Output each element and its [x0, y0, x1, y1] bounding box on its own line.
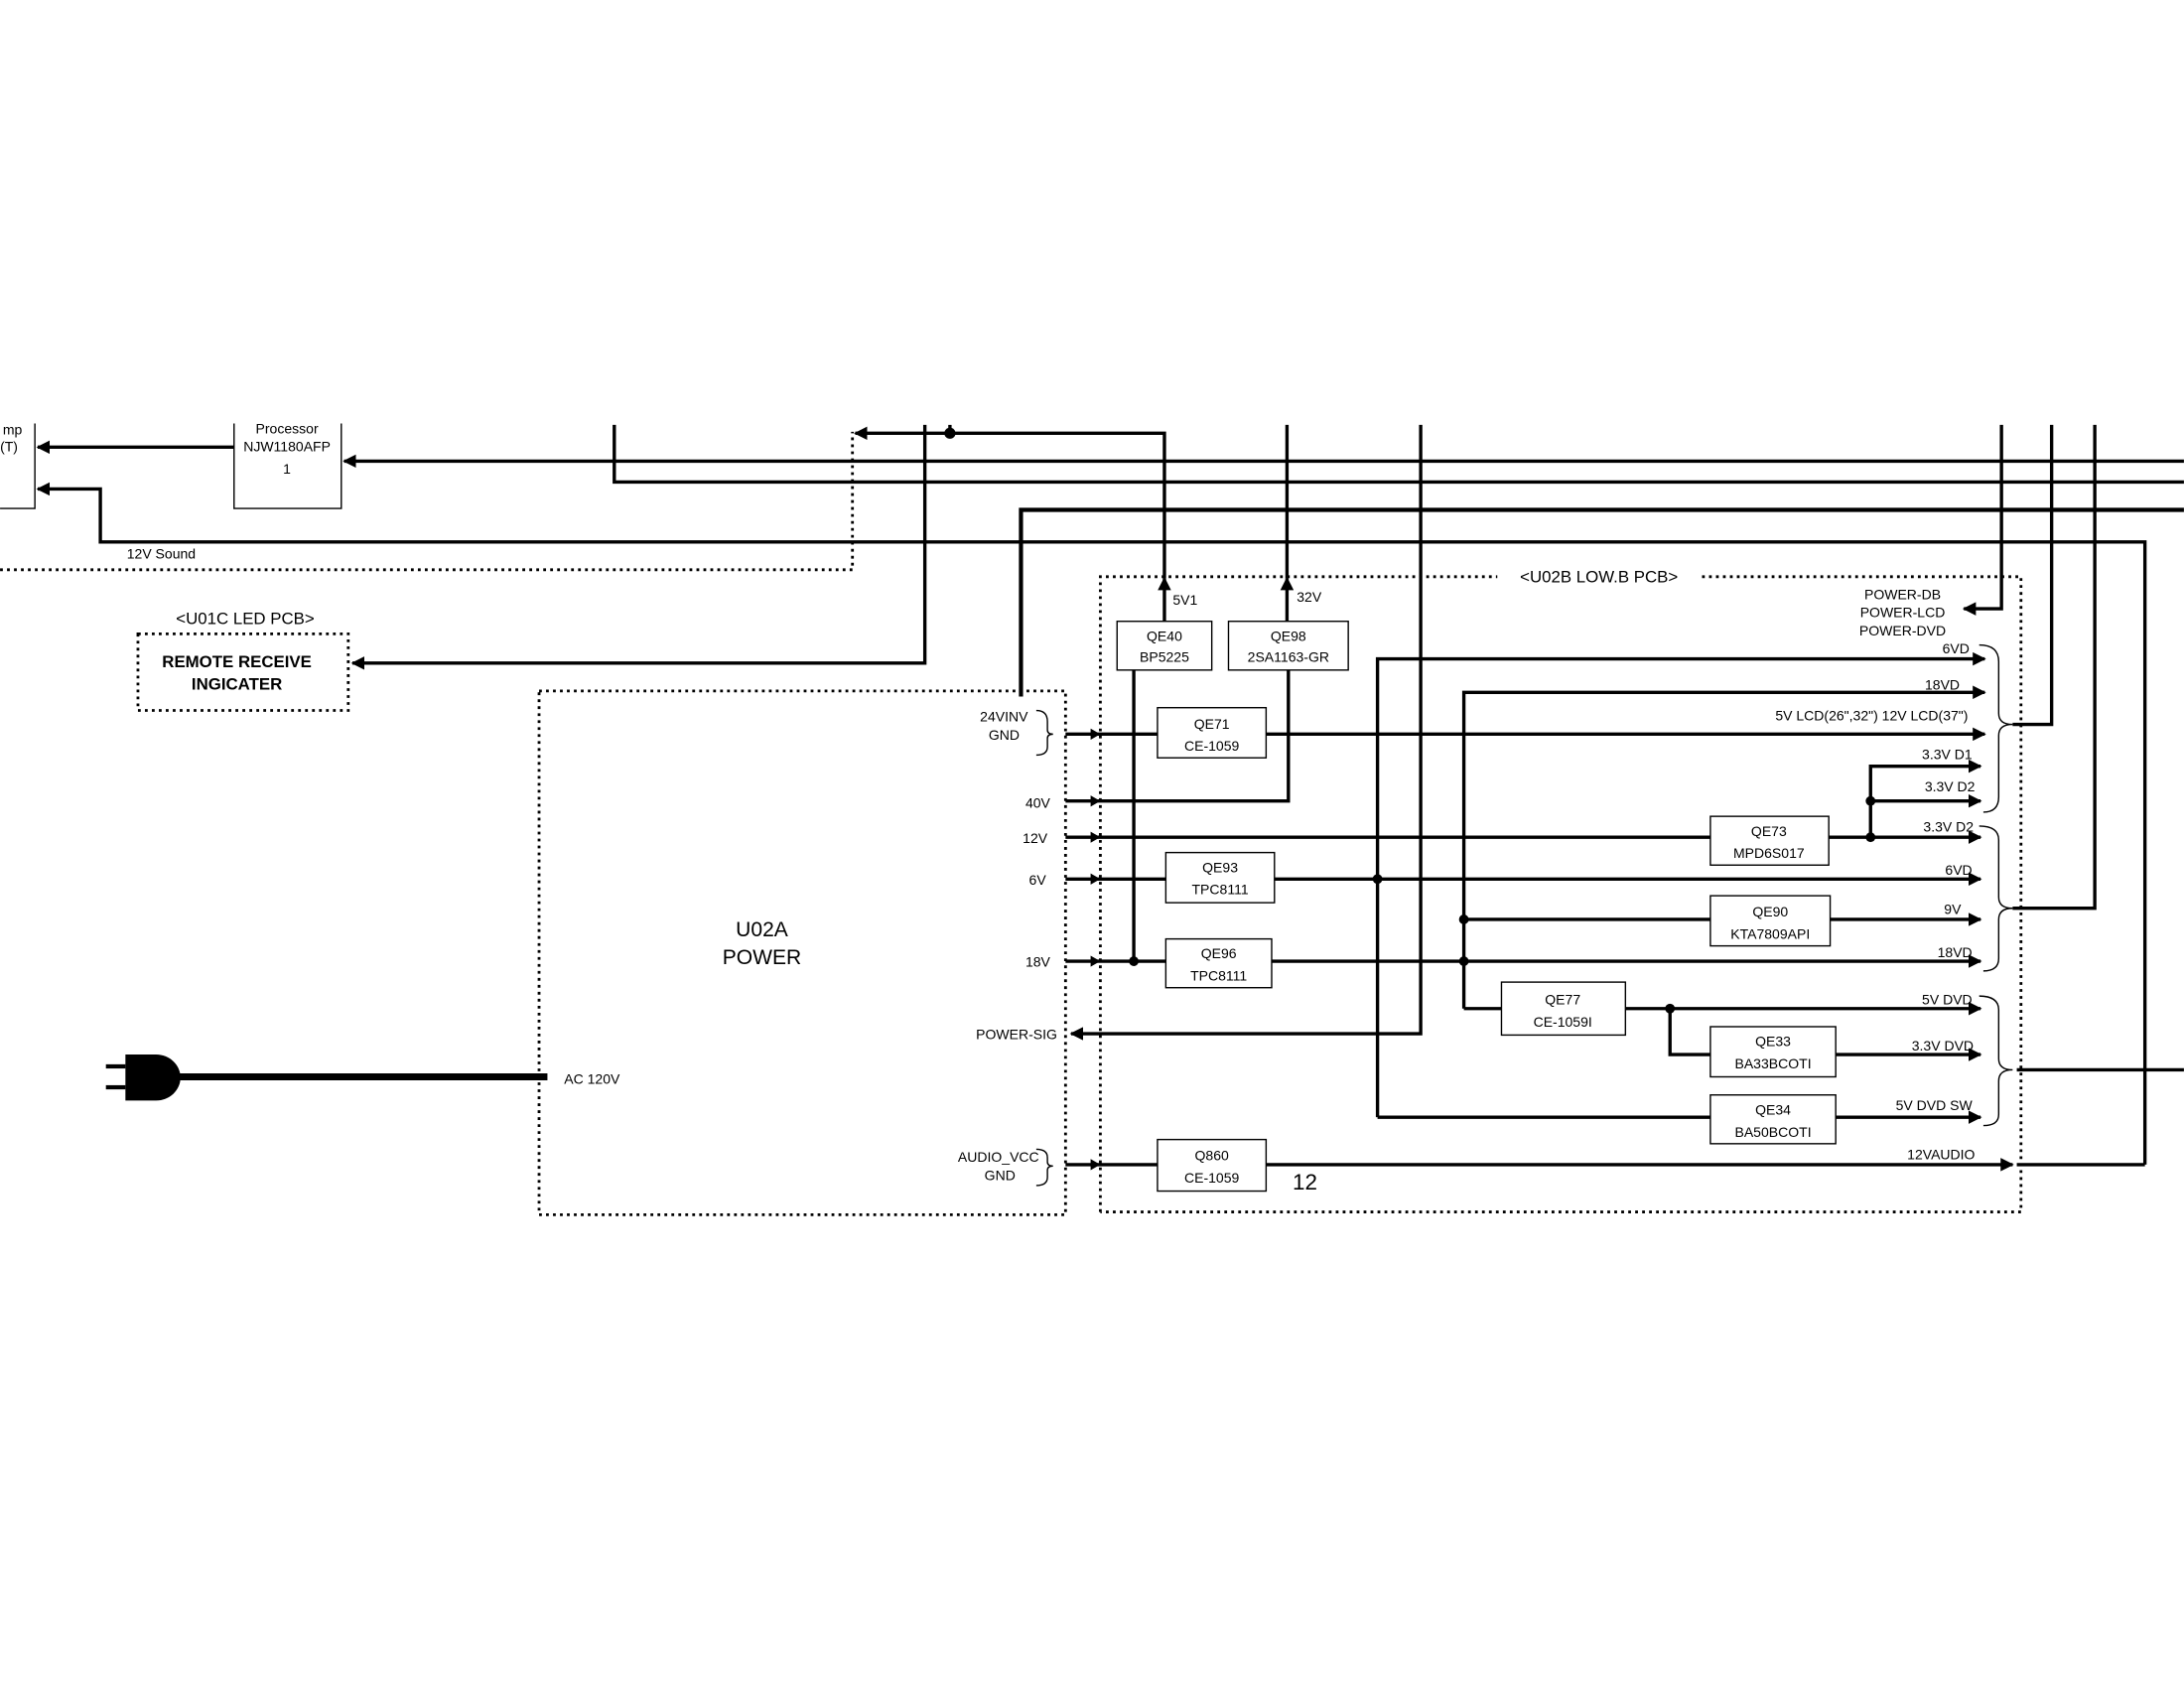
- rail-label: 6VD: [1943, 640, 1970, 656]
- component-part: CE-1059: [1184, 738, 1240, 754]
- component-part: CE-1059I: [1534, 1014, 1592, 1030]
- component-part: CE-1059: [1184, 1170, 1240, 1186]
- component-part: BA50BCOTI: [1734, 1124, 1811, 1140]
- component-part: TPC8111: [1190, 968, 1247, 984]
- processor-label: Processor: [256, 420, 319, 436]
- rail-label: 9V: [1944, 901, 1962, 916]
- component-ref: QE96: [1201, 945, 1237, 961]
- rail-label: 3.3V D2: [1925, 778, 1976, 794]
- output-audio-vcc: AUDIO_VCC: [958, 1149, 1039, 1165]
- component-ref: QE33: [1755, 1034, 1791, 1050]
- component-qe90: QE90 KTA7809API: [1709, 895, 1832, 947]
- rail-label: 18VD: [1925, 676, 1960, 692]
- rail-label: 18VD: [1938, 944, 1973, 960]
- rail-label: 3.3V DVD: [1912, 1038, 1974, 1054]
- audio-pcb-boundary: [0, 431, 855, 572]
- page-number: 12: [1293, 1170, 1317, 1195]
- label-power-dvd: POWER-DVD: [1859, 623, 1946, 638]
- component-part: 2SA1163-GR: [1248, 648, 1329, 664]
- remote-receive-label: REMOTE RECEIVE: [162, 652, 312, 671]
- amp-label: mp: [3, 422, 23, 438]
- component-ref: QE93: [1202, 859, 1238, 875]
- label-power-lcd: POWER-LCD: [1860, 605, 1946, 621]
- component-qe73: QE73 MPD6S017: [1709, 815, 1830, 866]
- power-unit: U02A POWER AC 120V 24VINV GND 40V 12V 6V…: [105, 689, 1067, 1216]
- rail-labels: 6VD 18VD 5V LCD(26",32") 12V LCD(37") 3.…: [1775, 640, 1975, 1162]
- power-plug-icon: [105, 1054, 181, 1101]
- component-qe40: QE40 BP5225: [1116, 621, 1213, 671]
- output-audio-gnd: GND: [985, 1167, 1016, 1183]
- output-18v: 18V: [1025, 954, 1051, 970]
- rail-label: 5V DVD: [1922, 992, 1973, 1008]
- component-q860: Q860 CE-1059: [1157, 1138, 1268, 1193]
- rail-label: 6VD: [1945, 862, 1972, 878]
- rail-label: 5V LCD(26",32") 12V LCD(37"): [1775, 707, 1968, 723]
- component-ref: QE40: [1147, 628, 1182, 643]
- led-pcb: <U01C LED PCB> REMOTE RECEIVE INGICATER: [136, 610, 350, 712]
- rail-label: 12VAUDIO: [1907, 1146, 1975, 1162]
- ac-input-label: AC 120V: [564, 1071, 620, 1087]
- processor-block: [233, 423, 342, 509]
- component-part: TPC8111: [1192, 882, 1249, 898]
- component-qe71: QE71 CE-1059: [1157, 707, 1268, 759]
- output-gnd: GND: [989, 727, 1020, 743]
- output-24vinv: 24VINV: [980, 709, 1028, 725]
- lowb-wires: [1065, 643, 2014, 1172]
- output-12v: 12V: [1023, 830, 1048, 846]
- component-ref: Q860: [1195, 1148, 1229, 1164]
- component-ref: QE71: [1194, 716, 1230, 732]
- amp-label-2: (T): [0, 439, 18, 455]
- rail-label: 3.3V D1: [1922, 747, 1973, 763]
- lowb-pcb: <U02B LOW.B PCB> 5V1 32V POWER-DB POWER-…: [1065, 567, 2023, 1213]
- processor-part: NJW1180AFP: [243, 439, 331, 455]
- component-ref: QE77: [1545, 992, 1580, 1008]
- component-part: BA33BCOTI: [1734, 1055, 1811, 1071]
- component-part: BP5225: [1140, 648, 1189, 664]
- output-6v: 6V: [1029, 872, 1047, 888]
- component-qe98: QE98 2SA1163-GR: [1227, 621, 1349, 671]
- sound-rail-label: 12V Sound: [127, 546, 196, 562]
- label-32v: 32V: [1297, 589, 1322, 605]
- component-qe96: QE96 TPC8111: [1164, 937, 1273, 989]
- component-qe77: QE77 CE-1059I: [1500, 981, 1627, 1037]
- component-ref: QE73: [1751, 823, 1787, 839]
- output-power-sig: POWER-SIG: [976, 1027, 1057, 1043]
- component-qe34: QE34 BA50BCOTI: [1709, 1094, 1837, 1145]
- label-power-db: POWER-DB: [1864, 586, 1941, 602]
- wires: [36, 424, 2184, 1167]
- indicator-label: INGICATER: [192, 674, 282, 693]
- power-unit-subtitle: POWER: [723, 946, 801, 969]
- lowb-title: <U02B LOW.B PCB>: [1520, 567, 1678, 586]
- component-ref: QE90: [1752, 904, 1788, 919]
- led-pcb-title: <U01C LED PCB>: [176, 610, 314, 629]
- component-part: KTA7809API: [1730, 926, 1810, 942]
- power-unit-title: U02A: [736, 918, 788, 941]
- component-ref: QE34: [1755, 1101, 1791, 1117]
- component-ref: QE98: [1271, 628, 1306, 643]
- amp-block: [0, 423, 36, 509]
- component-qe93: QE93 TPC8111: [1164, 851, 1276, 904]
- label-5v1: 5V1: [1172, 592, 1197, 608]
- output-40v: 40V: [1025, 795, 1051, 811]
- component-qe33: QE33 BA33BCOTI: [1709, 1026, 1837, 1078]
- rail-label: 3.3V D2: [1923, 819, 1974, 835]
- component-part: MPD6S017: [1733, 845, 1805, 861]
- rail-label: 5V DVD SW: [1896, 1097, 1974, 1113]
- audio-section: mp (T) Processor NJW1180AFP 1 12V Sound: [0, 420, 855, 572]
- processor-pin: 1: [283, 461, 291, 477]
